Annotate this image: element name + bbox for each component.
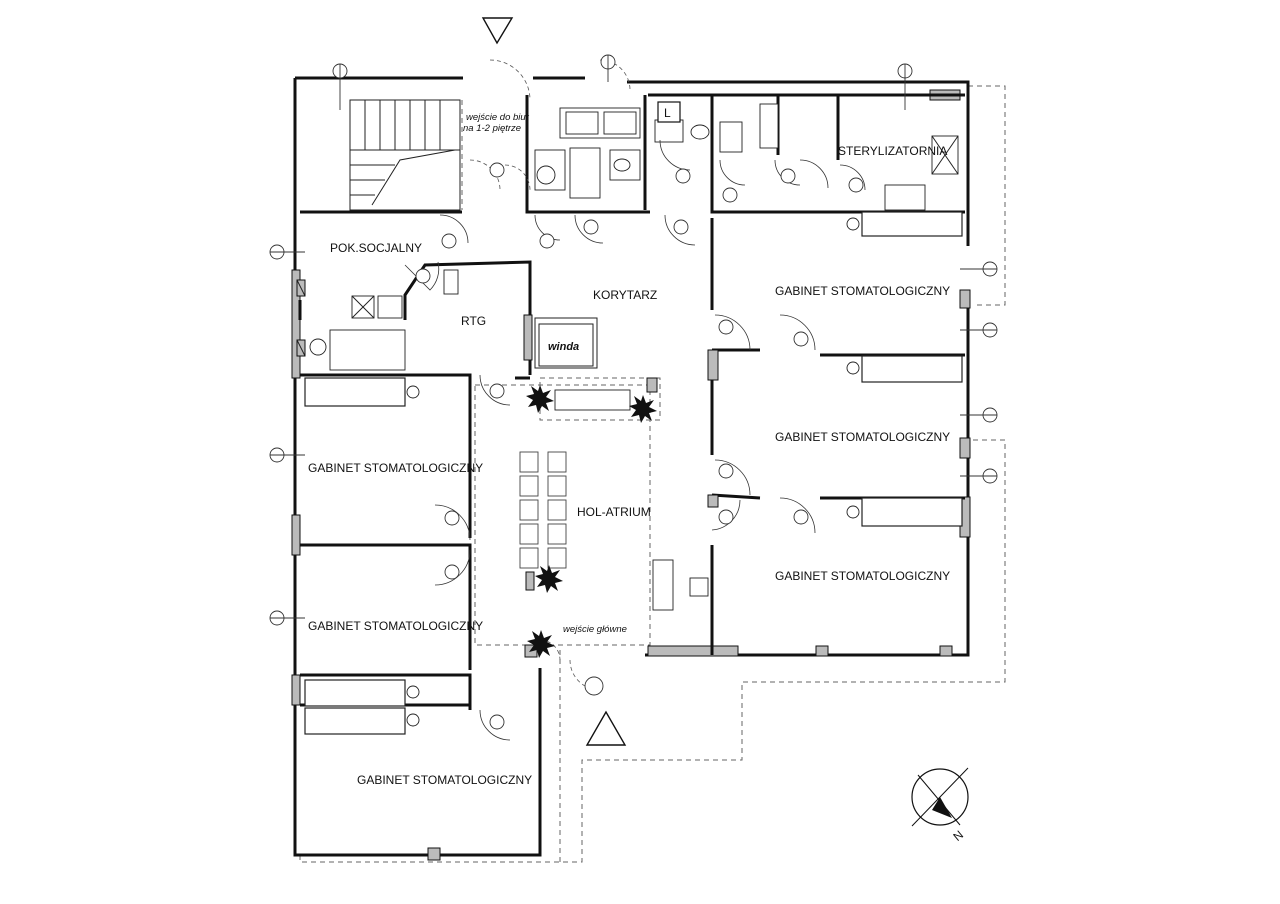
gabinet-right-3-label: GABINET STOMATOLOGICZNY <box>775 569 950 583</box>
pok-socjalny-label: POK.SOCJALNY <box>330 241 422 255</box>
dental-counters <box>304 211 963 735</box>
gabinet-right-1-label: GABINET STOMATOLOGICZNY <box>775 284 950 298</box>
rtg-label: RTG <box>461 314 486 328</box>
elevator: winda <box>534 317 598 369</box>
gabinet-right-2-label: GABINET STOMATOLOGICZNY <box>775 430 950 444</box>
door-swings <box>404 139 866 741</box>
locker-label: L <box>664 106 671 120</box>
decorative-plants <box>526 385 657 658</box>
main-entrance-arrow <box>585 710 627 746</box>
staircase <box>349 99 463 211</box>
waiting-chairs <box>519 451 567 569</box>
annotation-labels: wejście do biur na 1-2 piętrze wejście g… <box>463 112 627 635</box>
office-entrance-label-2: na 1-2 piętrze <box>463 123 521 134</box>
korytarz-label: KORYTARZ <box>593 288 657 302</box>
dashed-outlines <box>299 85 1006 863</box>
sterylizatornia-label: STERYLIZATORNIA <box>838 144 947 158</box>
gabinet-left-2-label: GABINET STOMATOLOGICZNY <box>308 619 483 633</box>
north-arrow: N <box>911 767 969 844</box>
gabinet-left-1-label: GABINET STOMATOLOGICZNY <box>308 461 483 475</box>
room-labels: POK.SOCJALNY RTG KORYTARZ STERYLIZATORNI… <box>308 144 950 787</box>
locker-marker: L <box>657 101 681 123</box>
main-entrance-label: wejście główne <box>563 624 627 635</box>
winda-label: winda <box>548 341 579 353</box>
office-entrance-label-1: wejście do biur <box>466 112 530 123</box>
atrium-furniture <box>554 389 709 611</box>
gabinet-left-3-label: GABINET STOMATOLOGICZNY <box>357 773 532 787</box>
sanitary-fixtures <box>296 103 959 371</box>
grid-axis-markers <box>269 54 998 730</box>
north-label: N <box>950 828 966 844</box>
office-entrance-arrow <box>481 17 514 45</box>
hol-atrium-label: HOL-ATRIUM <box>577 505 651 519</box>
exterior-walls <box>291 76 971 861</box>
